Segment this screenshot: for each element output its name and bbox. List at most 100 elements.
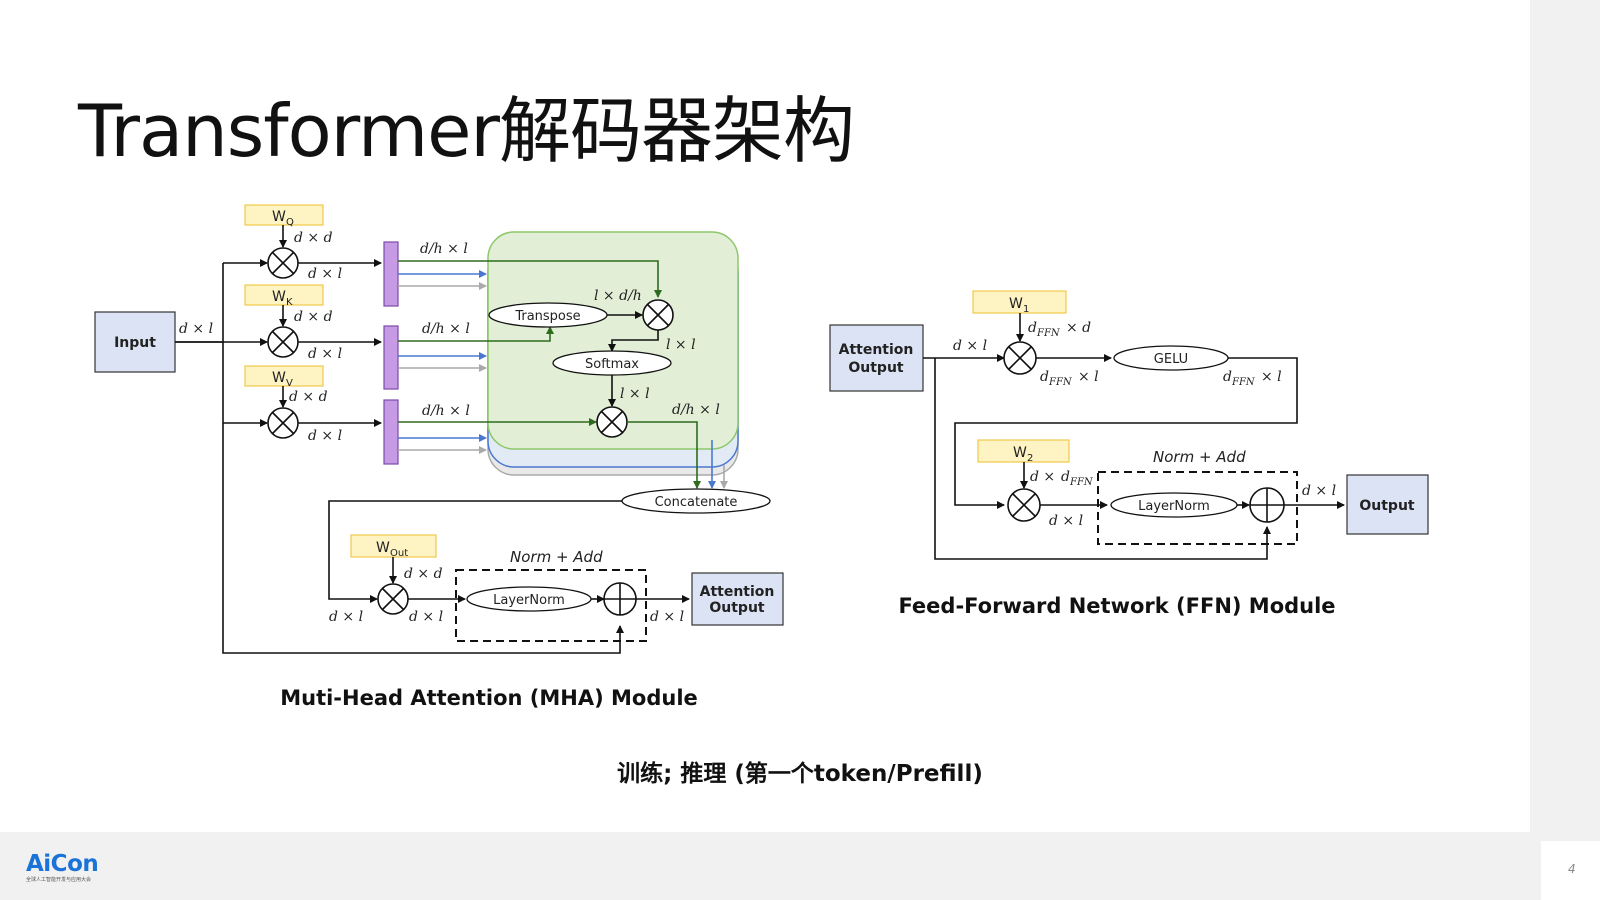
svg-text:FFN: FFN <box>1048 377 1073 388</box>
multiply-v-icon <box>267 407 299 439</box>
svg-text:d × d: d × d <box>404 566 443 582</box>
slide-title: Transformer解码器架构 <box>78 89 855 173</box>
dim-after-gelu: d FFN × l <box>1223 369 1282 388</box>
svg-text:d × l: d × l <box>308 346 342 362</box>
svg-text:W: W <box>1009 296 1023 312</box>
aicon-logo: AiCon 全球人工智能开发与应用大会 <box>26 851 99 884</box>
svg-text:Attention: Attention <box>700 584 775 600</box>
dim-after-w1: d FFN × l <box>1040 369 1099 388</box>
svg-text:Norm + Add: Norm + Add <box>510 548 603 566</box>
weight-out: W Out <box>350 534 437 559</box>
ffn-add-icon <box>1249 487 1285 523</box>
dim-w1: d FFN × d <box>1028 320 1091 339</box>
svg-text:Out: Out <box>390 548 408 559</box>
mha-norm-add-box <box>455 569 647 642</box>
multiply-qk-icon <box>642 299 674 331</box>
svg-text:FFN: FFN <box>1036 328 1061 339</box>
weight-2: W 2 <box>977 439 1070 464</box>
svg-text:Q: Q <box>286 217 294 228</box>
svg-text:W: W <box>272 370 286 386</box>
multiply-k-icon <box>267 326 299 358</box>
svg-text:d/h × l: d/h × l <box>422 403 470 419</box>
ffn-norm-add-box <box>1097 471 1298 545</box>
head-split-k <box>383 325 399 390</box>
svg-text:LayerNorm: LayerNorm <box>493 593 565 608</box>
multiply-out-icon <box>377 583 409 615</box>
svg-text:d ×: d × <box>1030 469 1055 485</box>
ffn-multiply-2-icon <box>1007 488 1041 522</box>
multiply-av-icon <box>596 406 628 438</box>
head-split-v <box>383 399 399 465</box>
dim-wk: d × d <box>294 309 333 325</box>
svg-text:d × l: d × l <box>1049 513 1083 529</box>
svg-text:d: d <box>1028 320 1037 336</box>
footer-bar <box>0 832 1530 900</box>
weight-v: W V <box>244 365 324 389</box>
head-split-q <box>383 241 399 307</box>
mha-output-box <box>691 572 784 626</box>
weight-k: W K <box>244 284 324 308</box>
svg-text:GELU: GELU <box>1154 352 1188 367</box>
svg-text:W: W <box>376 540 390 556</box>
svg-text:LayerNorm: LayerNorm <box>1138 499 1210 514</box>
logo-subtitle: 全球人工智能开发与应用大会 <box>26 877 92 883</box>
svg-text:× l: × l <box>1078 369 1099 385</box>
svg-text:V: V <box>286 378 293 389</box>
svg-text:l × l: l × l <box>620 386 650 402</box>
right-sidebar-band <box>1530 0 1600 900</box>
svg-text:W: W <box>272 209 286 225</box>
dim-wq: d × d <box>294 230 333 246</box>
svg-text:d: d <box>1061 469 1070 485</box>
svg-text:× l: × l <box>1261 369 1282 385</box>
transpose-label: Transpose <box>514 309 580 324</box>
svg-text:d/h × l: d/h × l <box>420 241 468 257</box>
mha-title: Muti-Head Attention (MHA) Module <box>280 686 698 710</box>
softmax-label: Softmax <box>585 357 639 372</box>
mha-add-icon <box>603 582 637 616</box>
page-number-box <box>1541 841 1600 900</box>
page-number: 4 <box>1568 862 1576 876</box>
dim-input: d × l <box>179 321 213 337</box>
dim-w2: d × d FFN <box>1030 469 1094 488</box>
svg-text:Norm + Add: Norm + Add <box>1153 448 1246 466</box>
svg-text:Output: Output <box>848 360 904 376</box>
ffn-output-box <box>1346 474 1429 535</box>
dim-wv: d × d <box>289 389 328 405</box>
svg-text:FFN: FFN <box>1069 477 1094 488</box>
logo-text: AiCon <box>26 851 99 877</box>
svg-text:d: d <box>1040 369 1049 385</box>
ffn-multiply-1-icon <box>1003 341 1037 375</box>
mha-module: Input d × l W Q W K W V d × d d × d d × <box>94 204 784 710</box>
svg-text:d × l: d × l <box>308 266 342 282</box>
svg-text:W: W <box>1013 445 1027 461</box>
input-label: Input <box>114 335 156 351</box>
svg-text:Attention: Attention <box>839 342 914 358</box>
svg-text:2: 2 <box>1027 453 1033 464</box>
svg-text:d: d <box>1223 369 1232 385</box>
svg-text:d/h × l: d/h × l <box>422 321 470 337</box>
svg-text:Output: Output <box>709 600 765 616</box>
concatenate-label: Concatenate <box>655 495 738 510</box>
svg-text:d × l: d × l <box>329 609 363 625</box>
ffn-title: Feed-Forward Network (FFN) Module <box>898 594 1335 618</box>
multiply-q-icon <box>267 247 299 279</box>
svg-text:d × l: d × l <box>409 609 443 625</box>
svg-text:W: W <box>272 289 286 305</box>
svg-text:l × d/h: l × d/h <box>594 288 642 304</box>
ffn-input-box <box>829 324 924 392</box>
svg-text:d × l: d × l <box>308 428 342 444</box>
svg-text:× d: × d <box>1066 320 1091 336</box>
svg-text:Output: Output <box>1359 498 1415 514</box>
svg-text:d × l: d × l <box>953 338 987 354</box>
input-box <box>94 311 176 373</box>
svg-text:FFN: FFN <box>1231 377 1256 388</box>
ffn-module: Attention Output d × l W 1 d FFN × d d F… <box>829 290 1429 618</box>
svg-text:d/h × l: d/h × l <box>672 402 720 418</box>
svg-text:l × l: l × l <box>666 337 696 353</box>
weight-1: W 1 <box>972 290 1067 315</box>
slide-caption: 训练; 推理 (第一个token/Prefill) <box>617 761 983 787</box>
svg-text:d × l: d × l <box>650 609 684 625</box>
weight-q: W Q <box>244 204 324 228</box>
svg-text:K: K <box>286 297 293 308</box>
